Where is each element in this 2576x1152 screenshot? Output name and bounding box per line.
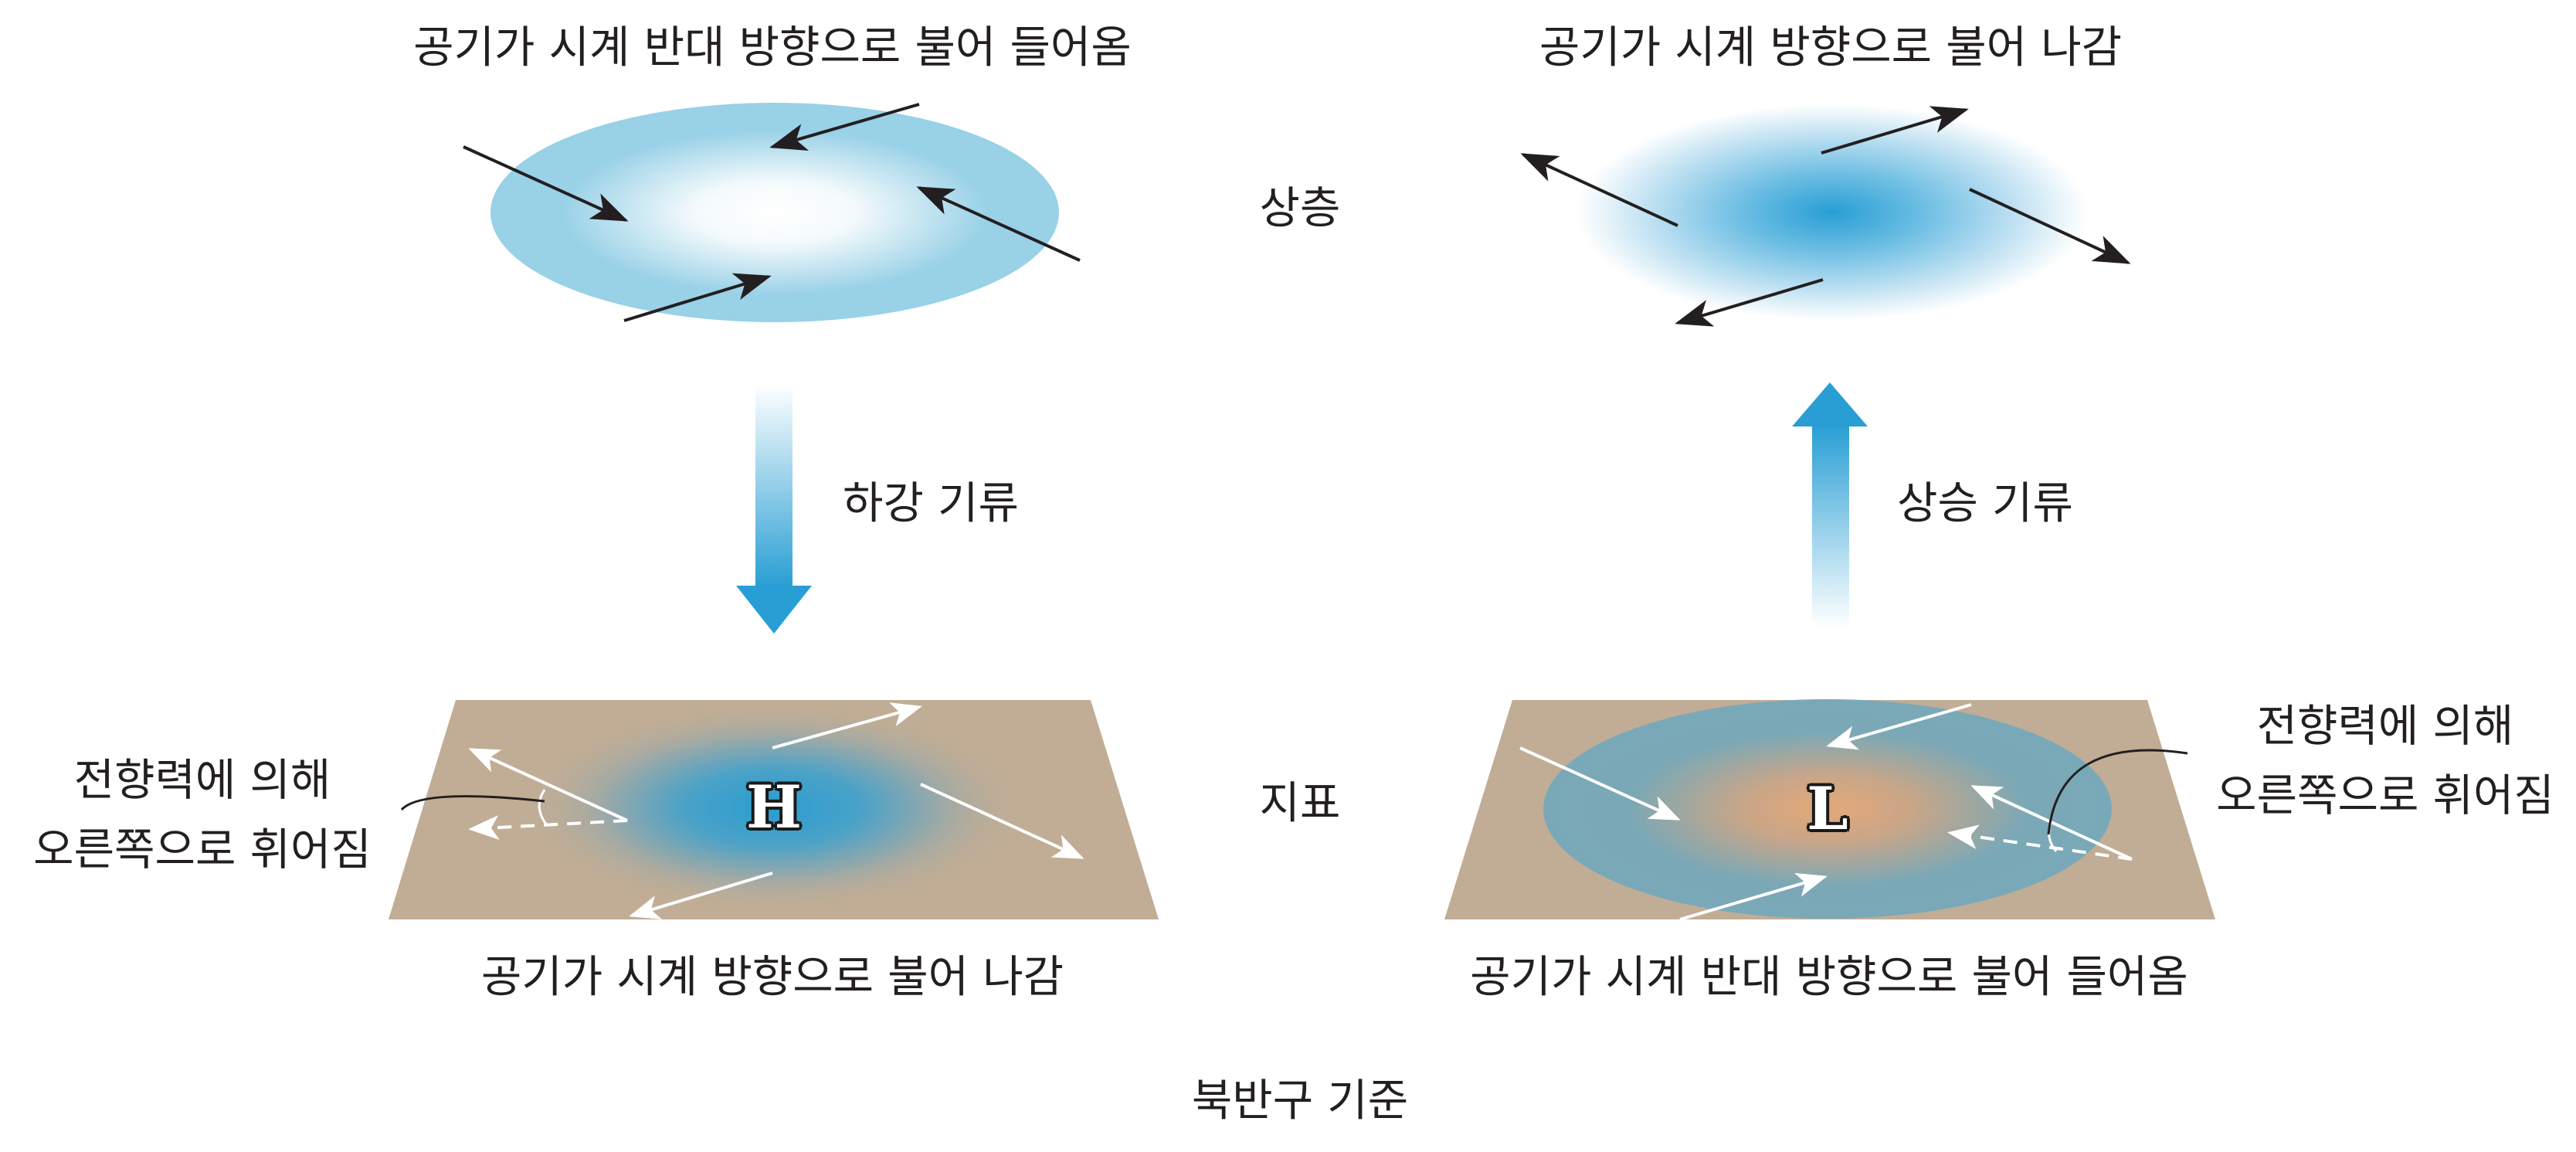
outflow-arrow [920, 783, 1084, 859]
inflow-arrow [1970, 785, 2133, 861]
inflow-arrow [623, 273, 772, 322]
outflow-arrow [1969, 188, 2131, 264]
deflection-angle-arc [538, 789, 548, 826]
outflow-arrow [1520, 153, 1678, 227]
hemisphere-footnote: 북반구 기준 [1191, 1075, 1409, 1127]
coriolis-leader-line [400, 795, 545, 811]
left-surface-caption: 공기가 시계 방향으로 불어 나감 [480, 951, 1064, 1003]
outflow-arrow [468, 748, 628, 822]
downdraft-label: 하강 기류 [843, 477, 1019, 529]
high-pressure-ellipse [518, 701, 1027, 914]
surface-low-pressure [1444, 699, 2215, 921]
outflow-arrow [1675, 278, 1824, 327]
initial-direction-arrow [468, 815, 628, 841]
updraft-arrow [1792, 382, 1868, 627]
outflow-arrow [629, 872, 773, 919]
initial-direction-arrow [1947, 824, 2133, 861]
updraft-label: 상승 기류 [1897, 477, 2073, 529]
upper-left-convergence [463, 103, 1081, 322]
coriolis-note-line1: 전향력에 의해 [73, 755, 331, 806]
coriolis-leader-line [2047, 749, 2188, 835]
inflow-arrow [769, 103, 920, 151]
right-surface-caption: 공기가 시계 반대 방향으로 불어 들어옴 [1470, 951, 2188, 1003]
outflow-arrow [772, 702, 922, 749]
layer-label-upper: 상층 [1259, 182, 1341, 234]
inflow-arrow [1519, 746, 1681, 821]
layer-label-surface: 지표 [1259, 777, 1341, 829]
inflow-arrow [1826, 703, 1972, 750]
upper-air-ellipse-right [1577, 104, 2087, 321]
coriolis-note-right: 전향력에 의해 오른쪽으로 휘어짐 [2216, 692, 2554, 831]
inflow-arrow [1679, 872, 1828, 921]
coriolis-note-line1: 전향력에 의해 [2256, 701, 2514, 752]
inflow-arrow [463, 145, 629, 222]
upper-right-divergence [1520, 104, 2131, 327]
high-pressure-mark: H [746, 773, 802, 841]
coriolis-note-line2: 오른쪽으로 휘어짐 [2216, 770, 2554, 821]
right-upper-caption: 공기가 시계 방향으로 불어 나감 [1539, 22, 2123, 73]
outflow-arrow [1821, 106, 1969, 155]
coriolis-note-left: 전향력에 의해 오른쪽으로 휘어짐 [33, 746, 372, 885]
downdraft-arrow [736, 385, 812, 634]
low-pressure-ellipse [1543, 699, 2112, 919]
inflow-arrow [916, 186, 1081, 262]
surface-high-pressure [389, 700, 1159, 919]
left-upper-caption: 공기가 시계 반대 방향으로 불어 들어옴 [413, 22, 1132, 73]
upper-air-ellipse-left [490, 103, 1059, 322]
coriolis-note-line2: 오른쪽으로 휘어짐 [33, 824, 372, 875]
low-pressure-mark: L [1807, 774, 1848, 843]
